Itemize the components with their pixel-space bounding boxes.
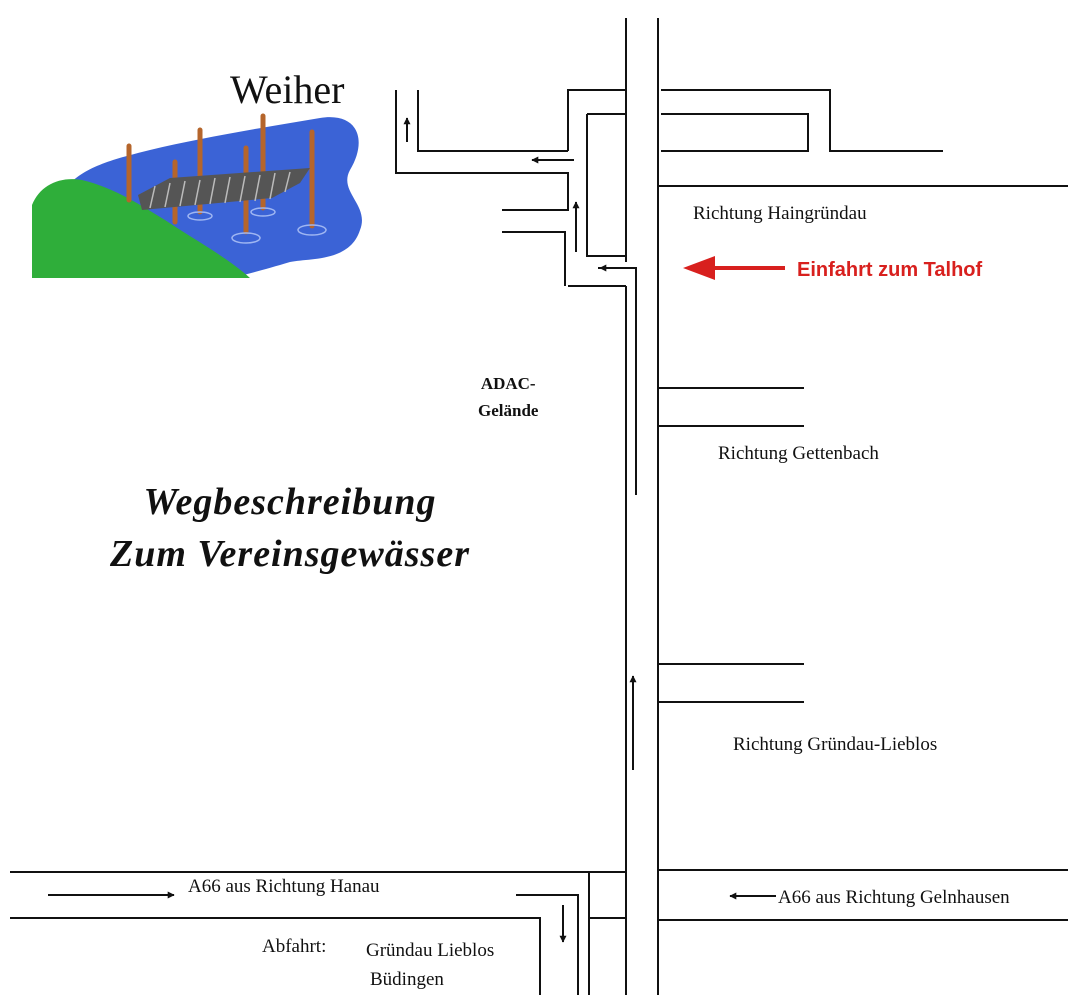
map-title: Wegbeschreibung Zum Vereinsgewässer — [110, 476, 470, 580]
title-line-2: Zum Vereinsgewässer — [110, 533, 470, 575]
grass-shape — [32, 179, 250, 278]
red-arrow-left-icon — [683, 256, 785, 280]
water-ripples — [187, 207, 327, 244]
a66-hanau-label: A66 aus Richtung Hanau — [188, 876, 380, 897]
roads — [10, 18, 1068, 995]
exit-destination-1: Gründau Lieblos — [366, 940, 495, 961]
adac-line-1: ADAC- — [480, 374, 536, 393]
direction-gruendau-lieblos-label: Richtung Gründau-Lieblos — [733, 734, 938, 755]
exit-label: Abfahrt: — [262, 936, 327, 957]
direction-arrows — [48, 117, 776, 943]
direction-haingruendau-label: Richtung Haingründau — [693, 203, 867, 224]
adac-grounds-label: ADAC- Gelände — [478, 370, 538, 424]
exit-destinations: Gründau Lieblos Büdingen — [366, 936, 494, 994]
title-line-1: Wegbeschreibung — [143, 481, 437, 523]
pond-label: Weiher — [230, 67, 345, 112]
exit-destination-2: Büdingen — [370, 969, 444, 990]
jetty-bridge — [138, 168, 310, 210]
direction-gettenbach-label: Richtung Gettenbach — [718, 443, 879, 464]
adac-line-2: Gelände — [478, 401, 539, 420]
a66-gelnhausen-label: A66 aus Richtung Gelnhausen — [778, 887, 1010, 908]
entrance-talhof-label: Einfahrt zum Talhof — [797, 259, 983, 281]
pond-illustration — [32, 113, 362, 278]
